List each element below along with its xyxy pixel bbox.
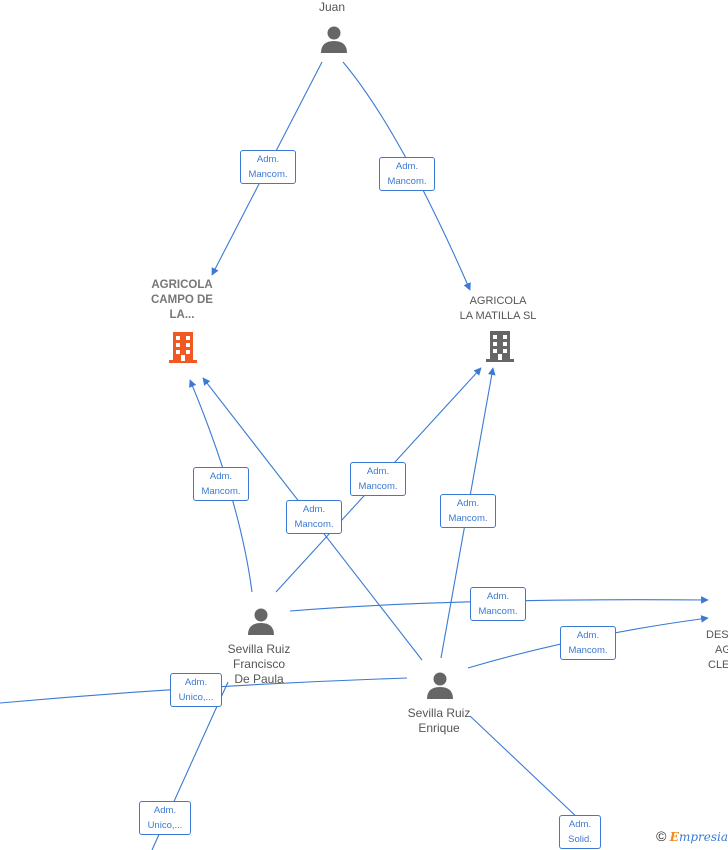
empresia-logo: © Empresia — [656, 828, 728, 844]
building-icon[interactable] — [484, 329, 516, 363]
node-label-enrique[interactable]: Sevilla Ruiz Enrique — [407, 706, 471, 735]
node-label-francisco[interactable]: Sevilla Ruiz Francisco De Paula — [227, 642, 291, 686]
building-icon[interactable] — [167, 330, 199, 364]
edge-label[interactable]: Adm.Mancom. — [440, 494, 496, 528]
edge-label[interactable]: Adm.Unico,... — [139, 801, 191, 835]
node-label-des[interactable]: DES AG CLE — [706, 629, 728, 671]
edge-enrique-bottomright[interactable] — [469, 715, 581, 821]
person-icon[interactable] — [246, 606, 276, 636]
node-label-juan[interactable]: Juan — [318, 0, 346, 14]
edge-label[interactable]: Adm.Mancom. — [286, 500, 342, 534]
edge-label[interactable]: Adm.Mancom. — [379, 157, 435, 191]
edge-label[interactable]: Adm.Solid. — [559, 815, 601, 849]
edge-label[interactable]: Adm.Mancom. — [560, 626, 616, 660]
edge-label[interactable]: Adm.Mancom. — [350, 462, 406, 496]
person-icon[interactable] — [319, 24, 349, 54]
edge-label[interactable]: Adm.Mancom. — [193, 467, 249, 501]
edge-label[interactable]: Adm.Mancom. — [240, 150, 296, 184]
person-icon[interactable] — [425, 670, 455, 700]
edge-label[interactable]: Adm.Unico,... — [170, 673, 222, 707]
edge-label[interactable]: Adm.Mancom. — [470, 587, 526, 621]
node-label-agricola-campo[interactable]: AGRICOLA CAMPO DE LA... — [151, 279, 213, 321]
edge-juan-matilla[interactable] — [342, 61, 471, 291]
node-label-agricola-matilla[interactable]: AGRICOLA LA MATILLA SL — [459, 295, 537, 322]
